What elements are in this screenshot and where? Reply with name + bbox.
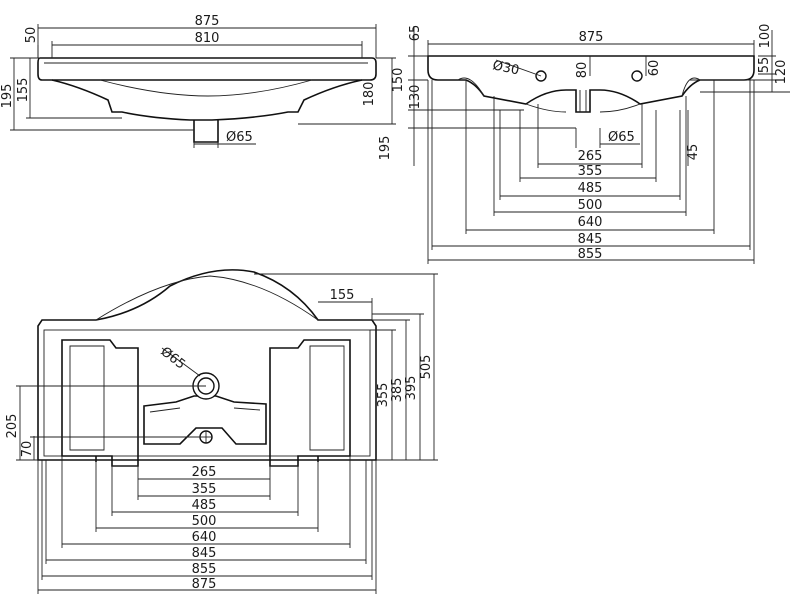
plan-dim-485: 485 <box>192 498 217 513</box>
plan-dim-500: 500 <box>192 514 217 529</box>
plan-dim-640: 640 <box>192 530 217 545</box>
side-dim-lines <box>408 26 790 264</box>
plan-dim-355: 355 <box>376 383 391 408</box>
plan-dim-875: 875 <box>192 577 217 592</box>
side-dim-265: 265 <box>578 149 603 164</box>
plan-view: 155 Ø65 355 385 395 505 205 70 265 355 4… <box>5 269 438 594</box>
front-view: 875 810 50 195 155 180 Ø65 <box>0 14 396 148</box>
front-dim-195: 195 <box>0 84 15 109</box>
front-dim-810: 810 <box>195 31 220 46</box>
plan-dim-70: 70 <box>20 441 35 458</box>
side-dim-100: 100 <box>758 24 773 49</box>
side-dim-855: 855 <box>578 247 603 262</box>
front-dim-875: 875 <box>195 14 220 29</box>
side-basin-outline <box>427 55 755 113</box>
side-dim-drain: Ø65 <box>608 130 635 145</box>
side-dim-80: 80 <box>575 62 590 79</box>
plan-dim-855: 855 <box>192 562 217 577</box>
side-dim-60: 60 <box>647 60 662 77</box>
plan-dim-355w: 355 <box>192 482 217 497</box>
side-dim-485: 485 <box>578 181 603 196</box>
side-dim-65: 65 <box>408 25 423 42</box>
side-dim-195: 195 <box>378 136 393 161</box>
front-basin-outline <box>37 57 377 143</box>
plan-dim-lines <box>16 273 438 594</box>
side-dim-120: 120 <box>774 60 789 85</box>
plan-dim-385: 385 <box>390 378 405 403</box>
plan-dim-155: 155 <box>330 288 355 303</box>
side-dim-130: 130 <box>408 85 423 110</box>
side-dim-55: 55 <box>757 57 772 74</box>
plan-dim-845: 845 <box>192 546 217 561</box>
side-dim-355: 355 <box>578 164 603 179</box>
plan-dim-395: 395 <box>404 376 419 401</box>
side-view: 875 65 100 Ø30 80 60 150 130 55 120 195 … <box>378 24 790 264</box>
side-dim-500: 500 <box>578 198 603 213</box>
side-dim-875: 875 <box>579 30 604 45</box>
front-dim-lines <box>10 24 396 148</box>
front-dim-50: 50 <box>24 27 39 44</box>
side-dim-tap: Ø30 <box>491 58 520 78</box>
front-dim-180: 180 <box>362 82 377 107</box>
plan-dim-265: 265 <box>192 465 217 480</box>
side-dim-45: 45 <box>686 144 701 161</box>
side-dim-150: 150 <box>391 68 406 93</box>
side-dim-845: 845 <box>578 232 603 247</box>
side-dim-640: 640 <box>578 215 603 230</box>
front-dim-drain: Ø65 <box>226 130 253 145</box>
front-dim-155: 155 <box>16 78 31 103</box>
plan-basin-outline <box>37 269 377 467</box>
plan-dim-505: 505 <box>419 355 434 380</box>
plan-dim-205: 205 <box>5 414 20 439</box>
